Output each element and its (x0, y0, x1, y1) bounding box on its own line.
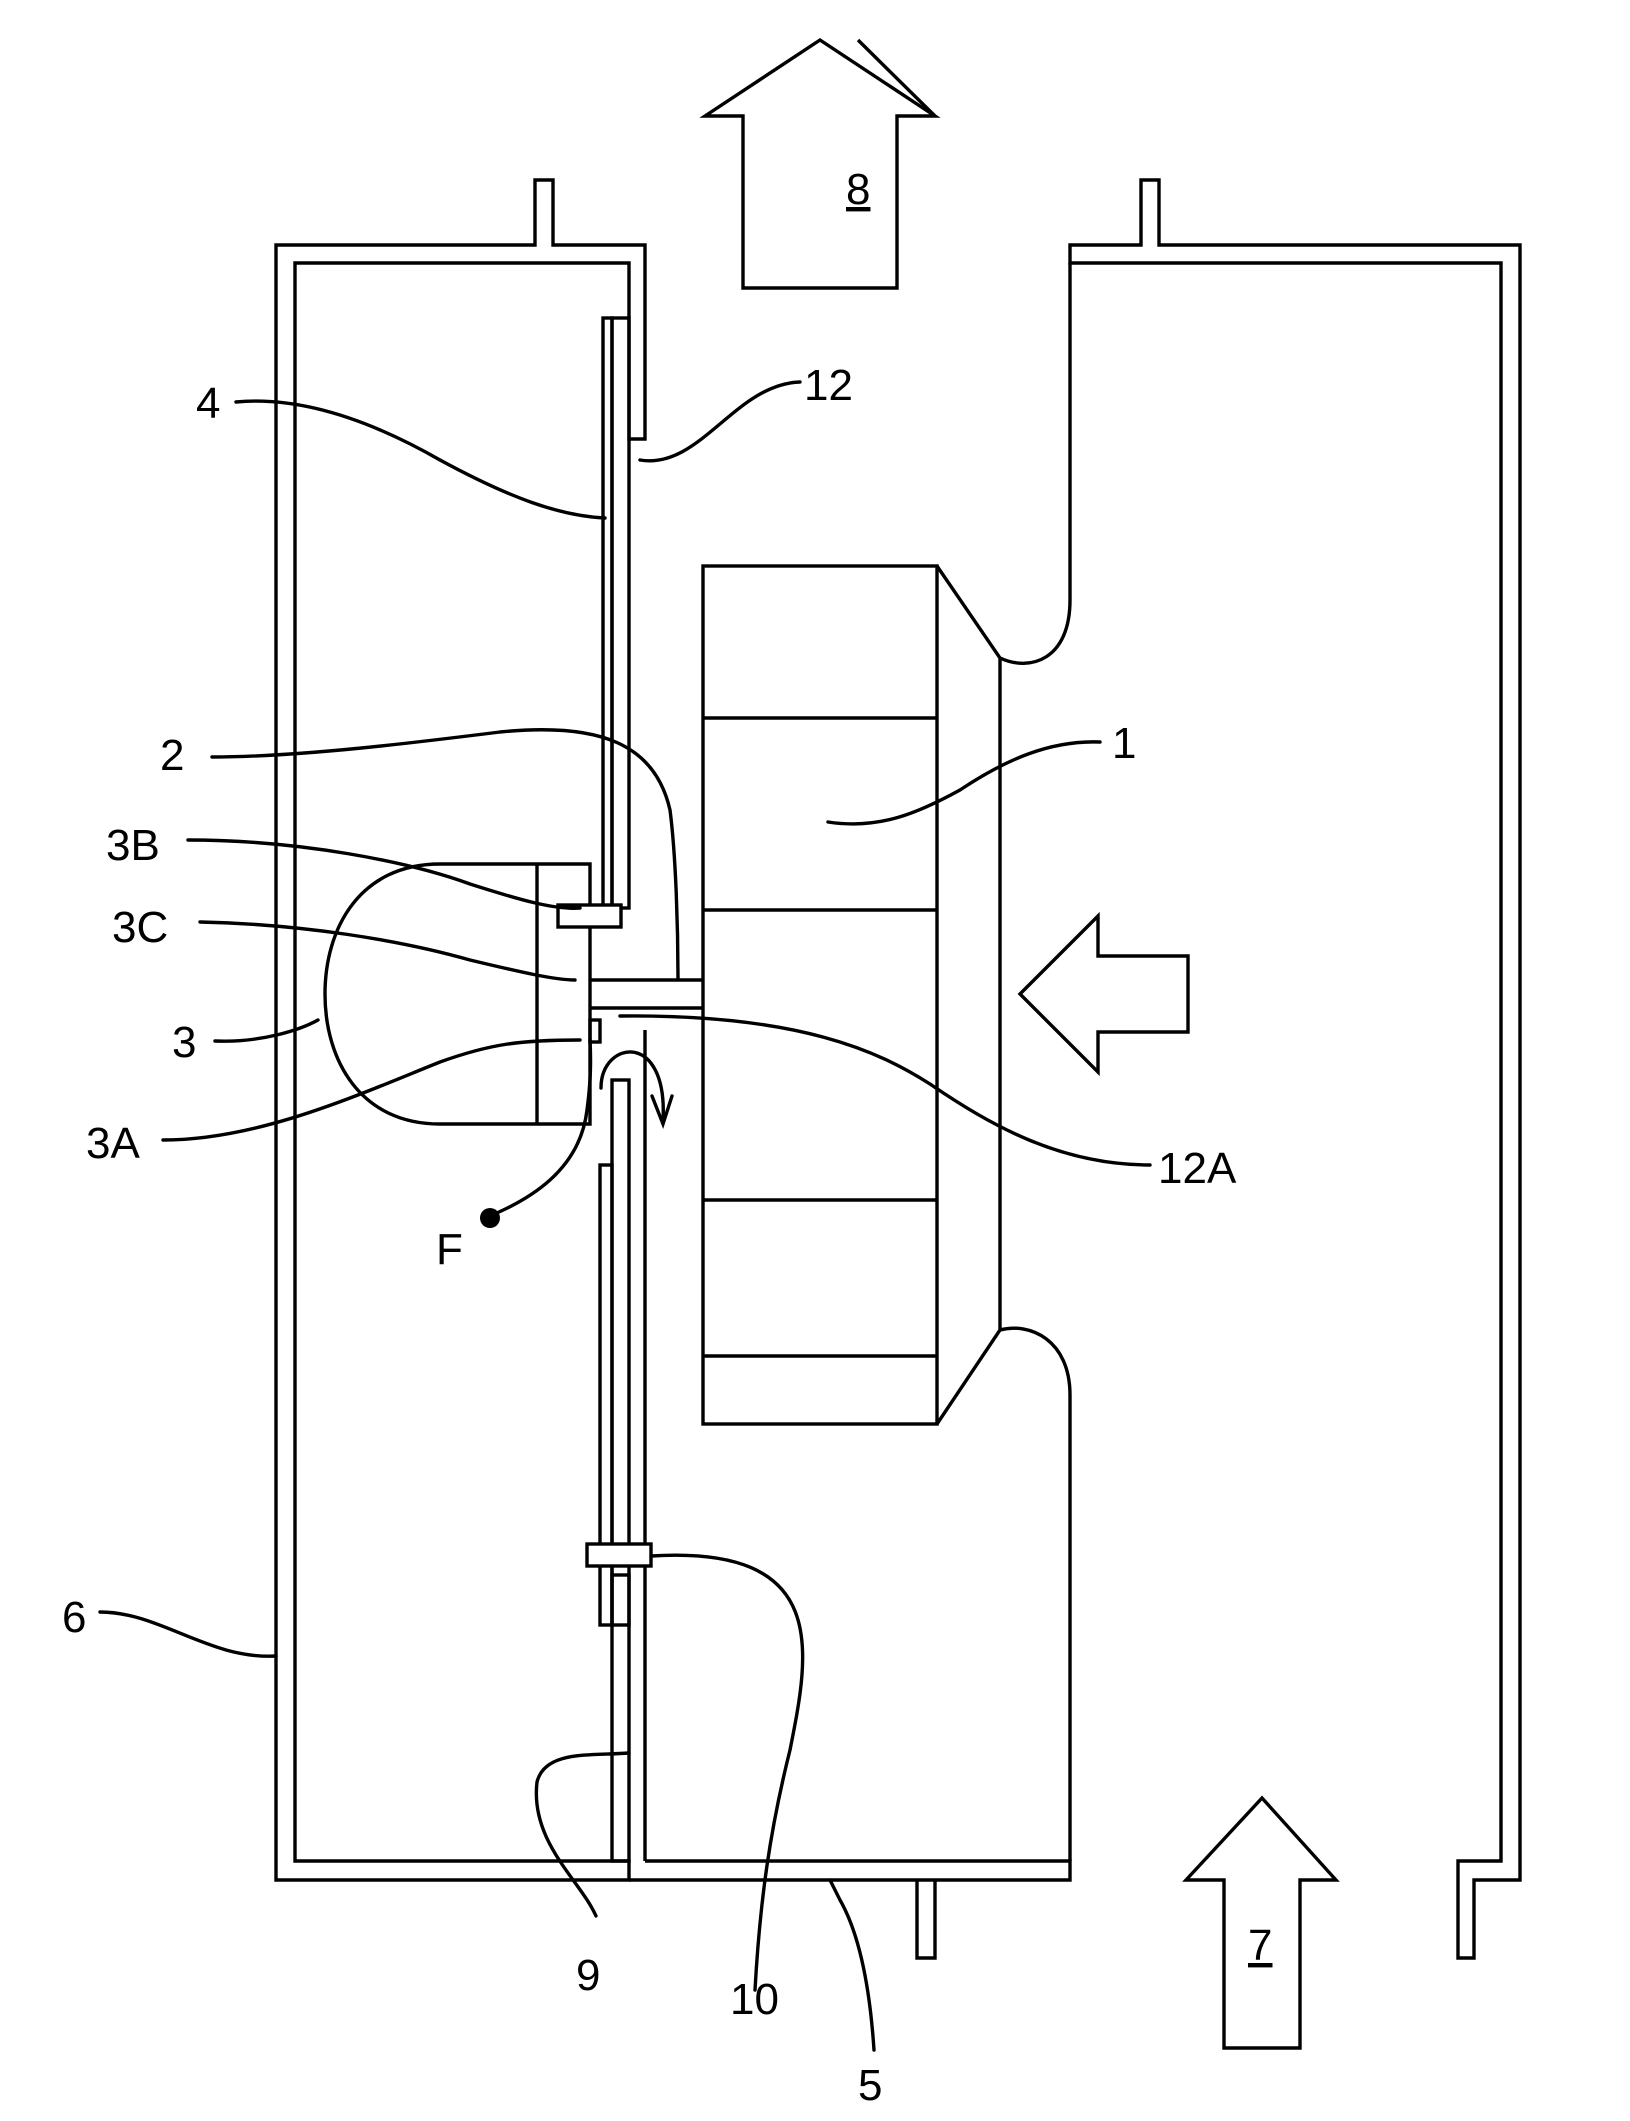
inflow-arrow-side (1020, 916, 1188, 1072)
right-duct-wall (1070, 180, 1520, 1958)
outlet-arrow-8 (705, 40, 935, 288)
label-outlet-arrow: 8 (846, 165, 870, 214)
duct-bulge-upper (1000, 263, 1070, 663)
label-lower-partition: 9 (576, 1951, 600, 2000)
label-motor-3a: 3A (86, 1119, 140, 1168)
fan-rotor (703, 566, 1000, 1424)
label-left-wall: 6 (62, 1593, 86, 1642)
leader-lines (100, 382, 1150, 2050)
label-bottom-wall: 5 (858, 2061, 882, 2110)
label-inlet-arrow: 7 (1248, 1921, 1272, 1970)
lower-fastener (587, 1544, 651, 1566)
label-shaft: 2 (160, 731, 184, 780)
label-point-f: F (436, 1225, 463, 1274)
label-motor-3b: 3B (106, 821, 160, 870)
motor-shaft (590, 980, 703, 1008)
label-partition: 12 (804, 361, 853, 410)
point-f-marker (480, 1208, 500, 1228)
bottom-wall-tab (917, 1880, 935, 1958)
label-opening: 12A (1158, 1144, 1237, 1193)
label-lower-fastener: 10 (730, 1975, 779, 2024)
label-plate: 4 (196, 379, 220, 428)
motor-bearing-3a (590, 1020, 600, 1042)
label-motor-3c: 3C (112, 903, 168, 952)
partition-plate (600, 318, 629, 1861)
label-fan: 1 (1112, 719, 1136, 768)
outlet-arrow-8-border (858, 40, 935, 116)
label-motor: 3 (172, 1018, 196, 1067)
duct-bulge-lower (1000, 1328, 1070, 1861)
housing-inner-lower (629, 1030, 1070, 1880)
